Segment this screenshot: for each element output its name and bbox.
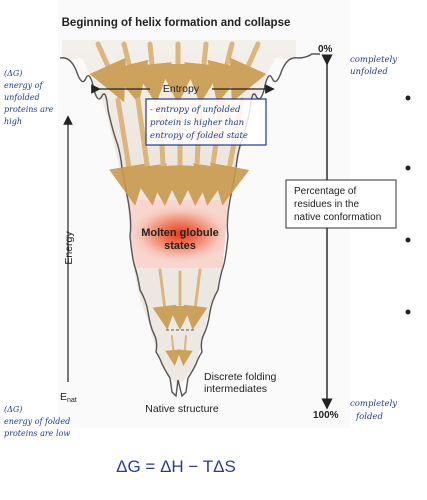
e-nat-label: Enat — [60, 391, 77, 404]
svg-text:proteins are low: proteins are low — [4, 429, 70, 438]
discrete-label-2: intermediates — [204, 383, 267, 395]
pct-bottom-label: 100% — [313, 410, 339, 421]
svg-text:(ΔG): (ΔG) — [4, 405, 22, 414]
entropy-note-line-2: protein is higher than — [150, 118, 244, 128]
svg-text:completely: completely — [350, 399, 397, 409]
molten-globule-label-1: Molten globule — [141, 227, 219, 239]
svg-text:unfolded: unfolded — [4, 93, 40, 102]
bullet-dot — [405, 237, 411, 243]
svg-text:high: high — [4, 117, 22, 126]
svg-text:unfolded: unfolded — [350, 67, 388, 77]
gibbs-formula: ΔG = ΔH − TΔS — [116, 457, 236, 476]
svg-text:completely: completely — [350, 55, 397, 65]
svg-text:energy of: energy of — [4, 81, 44, 90]
left-bottom-note: (ΔG) energy of folded proteins are low — [4, 405, 70, 438]
percentage-box-line-2: residues in the — [294, 199, 359, 210]
svg-text:folded: folded — [355, 412, 383, 422]
molten-globule-label-2: states — [164, 240, 196, 252]
entropy-label: Entropy — [163, 83, 200, 95]
pct-top-label: 0% — [318, 44, 333, 55]
molten-globule-glow — [124, 202, 236, 266]
percentage-box-line-3: native conformation — [294, 212, 381, 223]
entropy-note-line-1: - entropy of unfolded — [150, 105, 241, 115]
right-bottom-note: completely folded — [350, 399, 397, 422]
right-top-note: completely unfolded — [350, 55, 397, 77]
entropy-note-box — [145, 98, 267, 146]
native-structure-label: Native structure — [145, 403, 219, 415]
percentage-box-line-1: Percentage of — [294, 186, 356, 197]
svg-text:proteins are: proteins are — [4, 105, 54, 114]
svg-text:(ΔG): (ΔG) — [4, 69, 22, 78]
entropy-note-line-3: entropy of folded state — [150, 131, 248, 141]
diagram-title: Beginning of helix formation and collaps… — [62, 17, 291, 29]
discrete-label-1: Discrete folding — [204, 371, 277, 383]
bullet-dot — [405, 165, 411, 171]
svg-text:energy of folded: energy of folded — [4, 417, 70, 426]
left-top-note: (ΔG) energy of unfolded proteins are hig… — [4, 69, 54, 126]
bullet-dot — [405, 95, 411, 101]
energy-label: Energy — [63, 231, 75, 265]
bullet-dot — [405, 309, 411, 315]
percentage-box — [285, 179, 397, 229]
